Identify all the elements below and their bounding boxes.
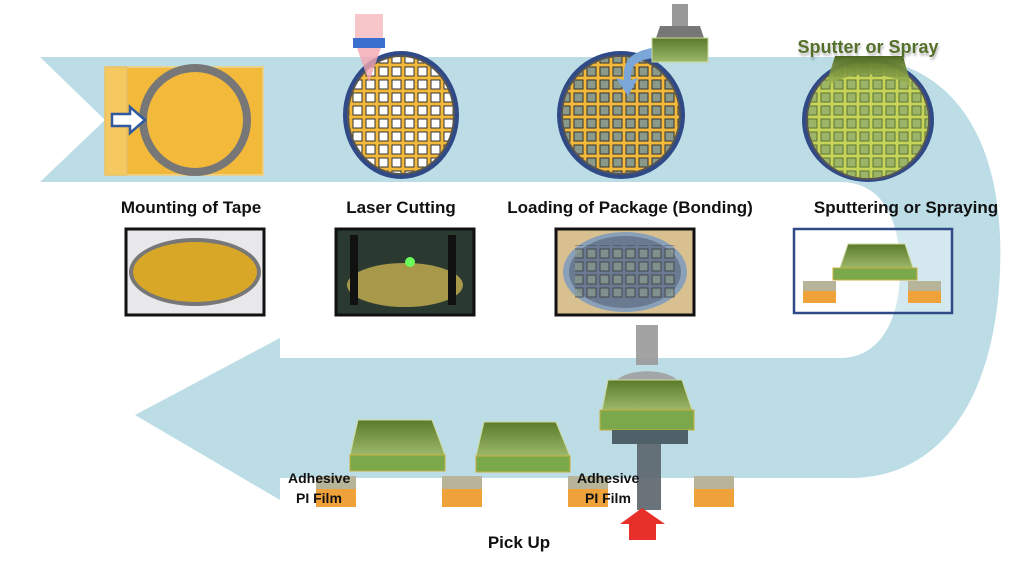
pick-up-tool bbox=[599, 325, 695, 540]
step-label-mounting: Mounting of Tape bbox=[120, 198, 262, 217]
tape-frame-illustration bbox=[104, 64, 264, 176]
pi-film-label-2: PI Film bbox=[585, 490, 631, 506]
pi-film-pads bbox=[316, 476, 734, 507]
arrow-right-icon bbox=[110, 104, 147, 136]
pick-up-label: Pick Up bbox=[487, 533, 551, 552]
sputter-caption: Sputter or Spray bbox=[797, 37, 939, 57]
laser-icon bbox=[353, 14, 385, 82]
up-arrow-icon bbox=[620, 508, 665, 540]
package-gripper-icon bbox=[651, 4, 709, 63]
sputter-wafer bbox=[802, 56, 934, 182]
step-label-sputtering: Sputtering or Spraying bbox=[813, 198, 999, 217]
photo-laser bbox=[334, 227, 476, 317]
process-flow-arrow bbox=[40, 57, 1001, 500]
photo-bonding bbox=[554, 227, 696, 317]
package-1 bbox=[349, 419, 446, 472]
pi-film-label-1: PI Film bbox=[296, 490, 342, 506]
laser-cutting-wafer bbox=[343, 14, 459, 179]
step-label-loading: Loading of Package (Bonding) bbox=[507, 198, 753, 217]
step-label-laser: Laser Cutting bbox=[346, 198, 456, 217]
adhesive-label-1: Adhesive bbox=[288, 470, 351, 486]
bonding-wafer bbox=[557, 4, 709, 179]
photo-sputter bbox=[792, 227, 954, 315]
curved-arrow-icon bbox=[616, 48, 654, 96]
adhesive-label-2: Adhesive bbox=[577, 470, 640, 486]
photo-tape bbox=[124, 227, 266, 317]
package-2 bbox=[475, 421, 571, 473]
